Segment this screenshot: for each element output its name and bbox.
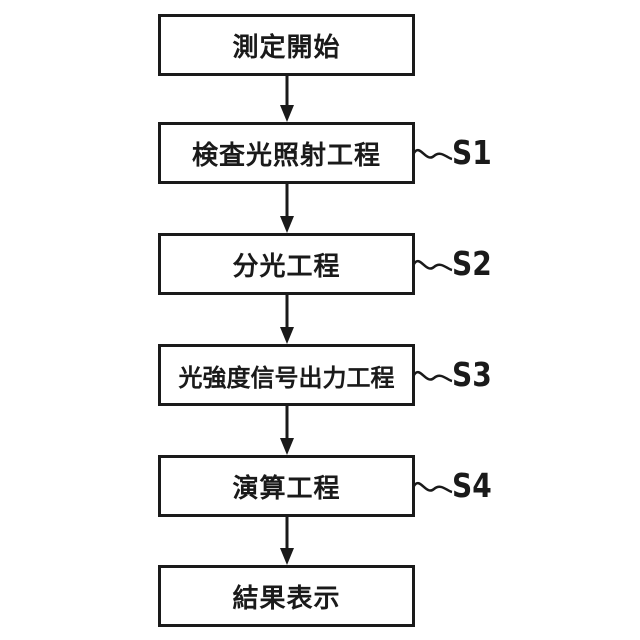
step-connector-squiggle-s1 [413, 148, 453, 161]
down-arrow-icon-4 [280, 406, 294, 455]
step-connector-squiggle-s4 [413, 481, 453, 494]
flow-node-start: 測定開始 [158, 14, 415, 76]
step-label-s1: S1 [452, 133, 492, 172]
flow-node-start-label: 測定開始 [232, 32, 341, 63]
flow-node-step4-label: 演算工程 [232, 473, 341, 504]
step-connector-squiggle-s2 [413, 259, 453, 272]
down-arrow-icon-2 [280, 184, 294, 233]
step-label-s2: S2 [452, 244, 492, 283]
flow-node-step3-label: 光強度信号出力工程 [178, 363, 395, 392]
flow-node-step4: 演算工程 [158, 455, 415, 517]
step-connector-squiggle-s3 [413, 370, 453, 383]
flow-node-step3: 光強度信号出力工程 [158, 344, 415, 406]
step-label-s4: S4 [452, 466, 492, 505]
flow-node-end-label: 結果表示 [232, 583, 341, 614]
down-arrow-icon-3 [280, 295, 294, 344]
flow-node-step2: 分光工程 [158, 233, 415, 295]
flow-node-step1-label: 検査光照射工程 [191, 140, 381, 171]
flow-node-step2-label: 分光工程 [232, 251, 341, 282]
step-label-s3: S3 [452, 355, 492, 394]
flow-node-step1: 検査光照射工程 [158, 122, 415, 184]
flow-node-end: 結果表示 [158, 565, 415, 627]
down-arrow-icon-5 [280, 517, 294, 565]
down-arrow-icon-1 [280, 76, 294, 122]
